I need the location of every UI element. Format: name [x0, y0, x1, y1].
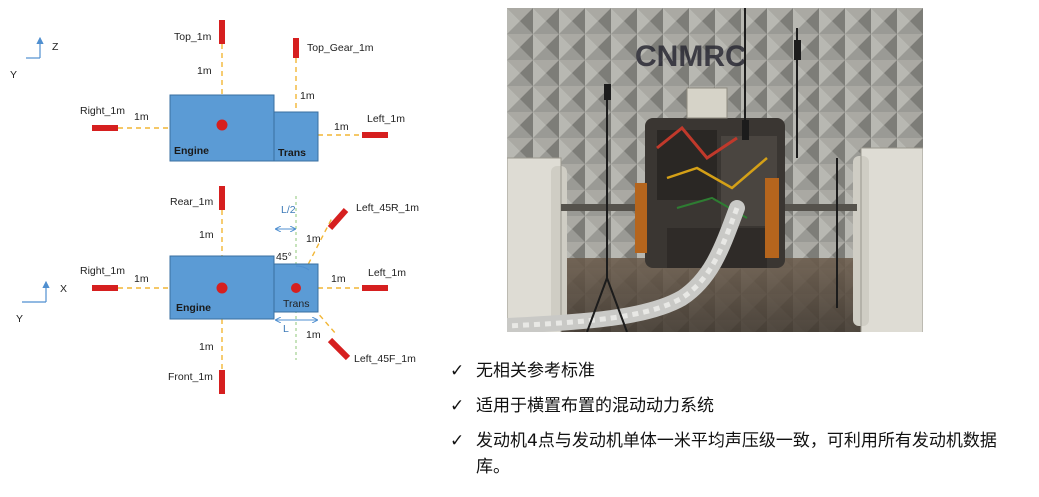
notes-list: ✓ 无相关参考标准 ✓ 适用于横置布置的混动动力系统 ✓ 发动机4点与发动机单体… — [450, 358, 1030, 489]
axis-label-y2: Y — [16, 313, 23, 325]
svg-text:L/2: L/2 — [281, 204, 296, 216]
check-icon: ✓ — [450, 396, 465, 416]
mic-top-gear — [293, 38, 299, 58]
dashed-lines — [118, 44, 362, 136]
mic-label-left-plan: Left_1m — [368, 267, 406, 279]
lab-sign: CNMRC — [635, 40, 747, 73]
trans-block — [273, 111, 319, 162]
note-item-2: ✓ 适用于横置布置的混动动力系统 — [450, 393, 1030, 419]
axis-label-y: Y — [10, 69, 17, 81]
mic-label-right: Right_1m — [80, 105, 125, 117]
dimension-length: L — [276, 320, 317, 335]
axis-label-x: X — [60, 283, 67, 295]
axis-indicator-xy: X Y — [16, 280, 67, 325]
mic-label-left: Left_1m — [367, 113, 405, 125]
mic-label-right-plan: Right_1m — [80, 265, 125, 277]
sensor-box — [686, 87, 728, 119]
distance-top-gear: 1m — [300, 90, 315, 102]
distance-front: 1m — [199, 341, 214, 353]
distance-right: 1m — [134, 111, 149, 123]
mic-right — [92, 125, 118, 131]
mic-left-45f — [327, 337, 351, 361]
distance-left-plan: 1m — [331, 273, 346, 285]
svg-text:L: L — [283, 323, 289, 335]
mic-label-left-45r: Left_45R_1m — [356, 202, 419, 214]
check-icon: ✓ — [450, 431, 465, 451]
check-icon: ✓ — [450, 361, 465, 381]
test-bench-photo: CNMRC — [507, 8, 923, 332]
mic-right-plan — [92, 285, 118, 291]
engine-label-plan: Engine — [176, 302, 211, 314]
note-text: 无相关参考标准 — [476, 361, 595, 381]
distance-left-45r: 1m — [306, 233, 321, 245]
mic-label-top-gear: Top_Gear_1m — [307, 42, 374, 54]
trans-label: Trans — [278, 147, 306, 159]
mic-left-45r — [327, 208, 349, 230]
dimension-half-length: L/2 — [276, 204, 296, 229]
mic-left-plan — [362, 285, 388, 291]
mic-top — [219, 20, 225, 44]
mic-rear — [219, 186, 225, 210]
distance-left-45f: 1m — [306, 329, 321, 341]
trans-label-plan: Trans — [283, 298, 309, 310]
note-item-1: ✓ 无相关参考标准 — [450, 358, 1030, 384]
mic-label-rear: Rear_1m — [170, 196, 213, 208]
distance-top: 1m — [197, 65, 212, 77]
mic-front — [219, 370, 225, 394]
plan-view: X Y Engine Trans Rear_1m Front_1m Right_… — [16, 186, 419, 394]
engine-center-point-plan — [216, 282, 228, 294]
distance-rear: 1m — [199, 229, 214, 241]
left-dynamometer — [507, 157, 567, 332]
distance-right-plan: 1m — [134, 273, 149, 285]
microphones — [604, 40, 801, 140]
svg-text:45°: 45° — [276, 251, 292, 263]
axis-label-z: Z — [52, 41, 59, 53]
distance-left: 1m — [334, 121, 349, 133]
microphone-layout-diagram: Z Y Engine Trans Top_1m Top_Gear_1m Righ… — [10, 20, 419, 394]
engine-center-point — [216, 119, 228, 131]
engine-label: Engine — [174, 145, 209, 157]
axis-indicator-zy: Z Y — [10, 36, 59, 81]
hybrid-powertrain — [635, 118, 785, 268]
note-item-3: ✓ 发动机4点与发动机单体一米平均声压级一致，可利用所有发动机数据库。 — [450, 428, 1030, 480]
top-view: Z Y Engine Trans Top_1m Top_Gear_1m Righ… — [10, 20, 405, 162]
mic-label-left-45f: Left_45F_1m — [354, 353, 416, 365]
mic-label-front: Front_1m — [168, 371, 213, 383]
mic-left — [362, 132, 388, 138]
note-text: 发动机4点与发动机单体一米平均声压级一致，可利用所有发动机数据库。 — [476, 431, 997, 477]
mic-label-top: Top_1m — [174, 31, 212, 43]
right-dynamometer — [853, 147, 923, 332]
note-text: 适用于横置布置的混动动力系统 — [476, 396, 714, 416]
trans-center-point — [291, 283, 301, 293]
angle-marker: 45° — [276, 251, 310, 271]
